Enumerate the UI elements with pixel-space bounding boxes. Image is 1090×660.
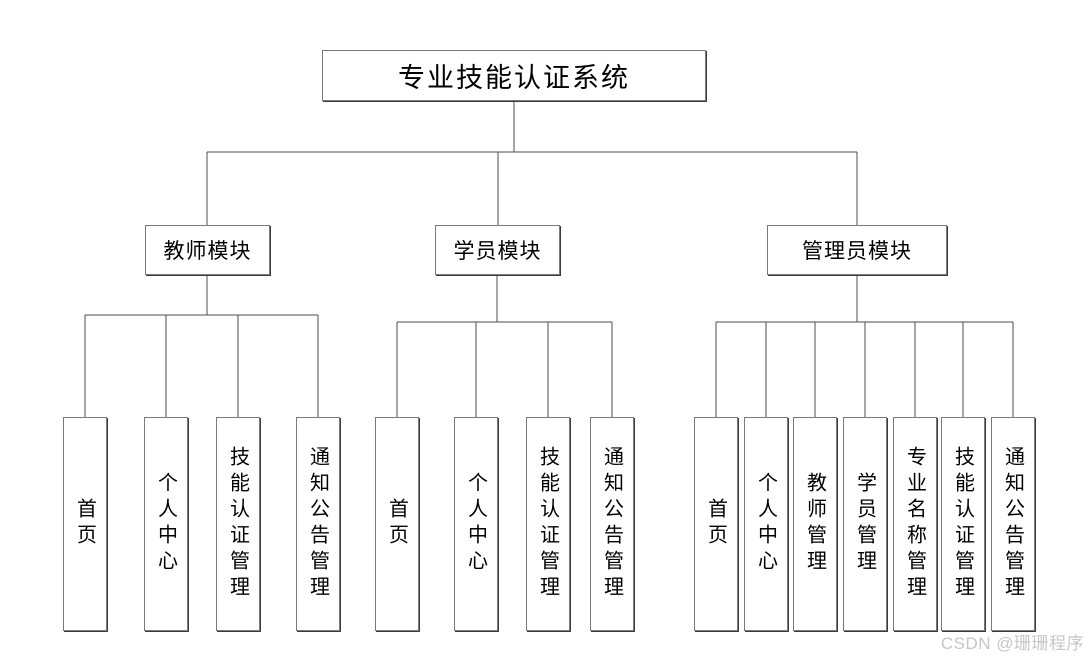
node-student-home: 首页: [375, 417, 419, 631]
node-student-notice-mgmt: 通知公告管理: [590, 417, 634, 631]
node-root-label: 专业技能认证系统: [398, 63, 630, 93]
node-module-teacher-label: 教师模块: [163, 240, 252, 263]
node-teacher-notice-mgmt: 通知公告管理: [296, 417, 340, 631]
node-admin-personal-center: 个人中心: [744, 417, 788, 631]
node-module-teacher: 教师模块: [145, 225, 270, 275]
node-admin-skill-cert-mgmt: 技能认证管理: [941, 417, 985, 631]
node-module-admin: 管理员模块: [767, 225, 947, 275]
node-module-student-label: 学员模块: [453, 240, 542, 263]
node-teacher-skill-cert-mgmt: 技能认证管理: [216, 417, 260, 631]
node-student-personal-center: 个人中心: [454, 417, 498, 631]
watermark: CSDN @珊珊程序: [940, 634, 1084, 653]
node-teacher-personal-center: 个人中心: [144, 417, 188, 631]
node-student-skill-cert-mgmt: 技能认证管理: [526, 417, 570, 631]
node-teacher-home: 首页: [63, 417, 107, 631]
node-module-admin-label: 管理员模块: [802, 240, 912, 263]
node-admin-student-mgmt: 学员管理: [843, 417, 887, 631]
node-module-student: 学员模块: [435, 225, 560, 275]
node-admin-notice-mgmt: 通知公告管理: [991, 417, 1035, 631]
node-admin-major-name-mgmt: 专业名称管理: [893, 417, 937, 631]
node-admin-home: 首页: [694, 417, 738, 631]
node-root: 专业技能认证系统: [322, 50, 706, 101]
node-admin-teacher-mgmt: 教师管理: [793, 417, 837, 631]
